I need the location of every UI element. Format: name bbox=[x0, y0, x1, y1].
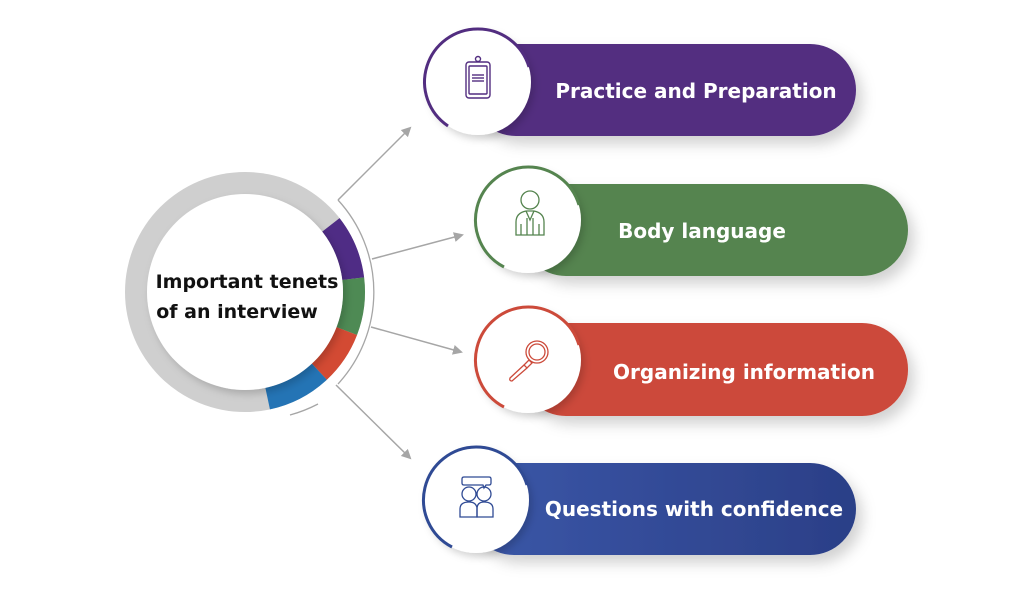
arrow-to-practice bbox=[337, 126, 412, 201]
icon-badge-arc bbox=[423, 27, 479, 128]
arrow-to-body-language bbox=[371, 232, 464, 260]
tenet-label: Questions with confidence bbox=[545, 497, 843, 521]
icon-badge-arc bbox=[473, 305, 529, 409]
inner-circle bbox=[147, 194, 343, 390]
icon-badge-arc bbox=[421, 445, 477, 549]
center-title-line1: Important tenets bbox=[156, 271, 339, 293]
ring-segment-organizing bbox=[125, 172, 365, 412]
tenet-pill bbox=[468, 463, 856, 555]
tenet-pill bbox=[520, 323, 908, 416]
icon-badge bbox=[425, 29, 531, 135]
icon-badge-arc-top bbox=[527, 305, 581, 346]
icon-badge-arc-top bbox=[477, 27, 531, 68]
clipboard-icon bbox=[465, 55, 491, 99]
person-icon bbox=[515, 190, 545, 236]
icon-badge bbox=[475, 307, 581, 413]
icon-badge bbox=[475, 167, 581, 273]
tenet-label: Practice and Preparation bbox=[555, 79, 836, 103]
icon-badge bbox=[423, 447, 529, 553]
tenet-label: Body language bbox=[618, 219, 786, 243]
connector-arc bbox=[337, 199, 375, 385]
ring-segment-practice bbox=[124, 172, 365, 412]
tenet-practice-and-preparation: Practice and Preparation bbox=[423, 27, 856, 136]
icon-badge-arc-top bbox=[527, 165, 581, 206]
tenet-questions-with-confidence: Questions with confidence bbox=[421, 445, 856, 555]
connector-arc-lower bbox=[289, 403, 319, 416]
arrow-to-questions bbox=[335, 384, 412, 460]
ring-segment-body-language bbox=[125, 172, 365, 412]
icon-badge-arc bbox=[473, 165, 529, 269]
ring-segment-questions bbox=[124, 172, 365, 412]
icon-badge-arc-top bbox=[475, 445, 529, 486]
arrow-to-organizing bbox=[370, 326, 463, 355]
tenet-pill bbox=[520, 184, 908, 276]
magnifier-icon bbox=[509, 340, 549, 382]
tenet-body-language: Body language bbox=[473, 165, 908, 276]
tenet-pill bbox=[470, 44, 856, 136]
center-title-line2: of an interview bbox=[156, 301, 318, 323]
conversation-icon bbox=[459, 476, 494, 518]
central-hub: Important tenets of an interview bbox=[124, 172, 365, 412]
tenet-organizing-information: Organizing information bbox=[473, 305, 908, 416]
tenet-label: Organizing information bbox=[613, 360, 875, 384]
